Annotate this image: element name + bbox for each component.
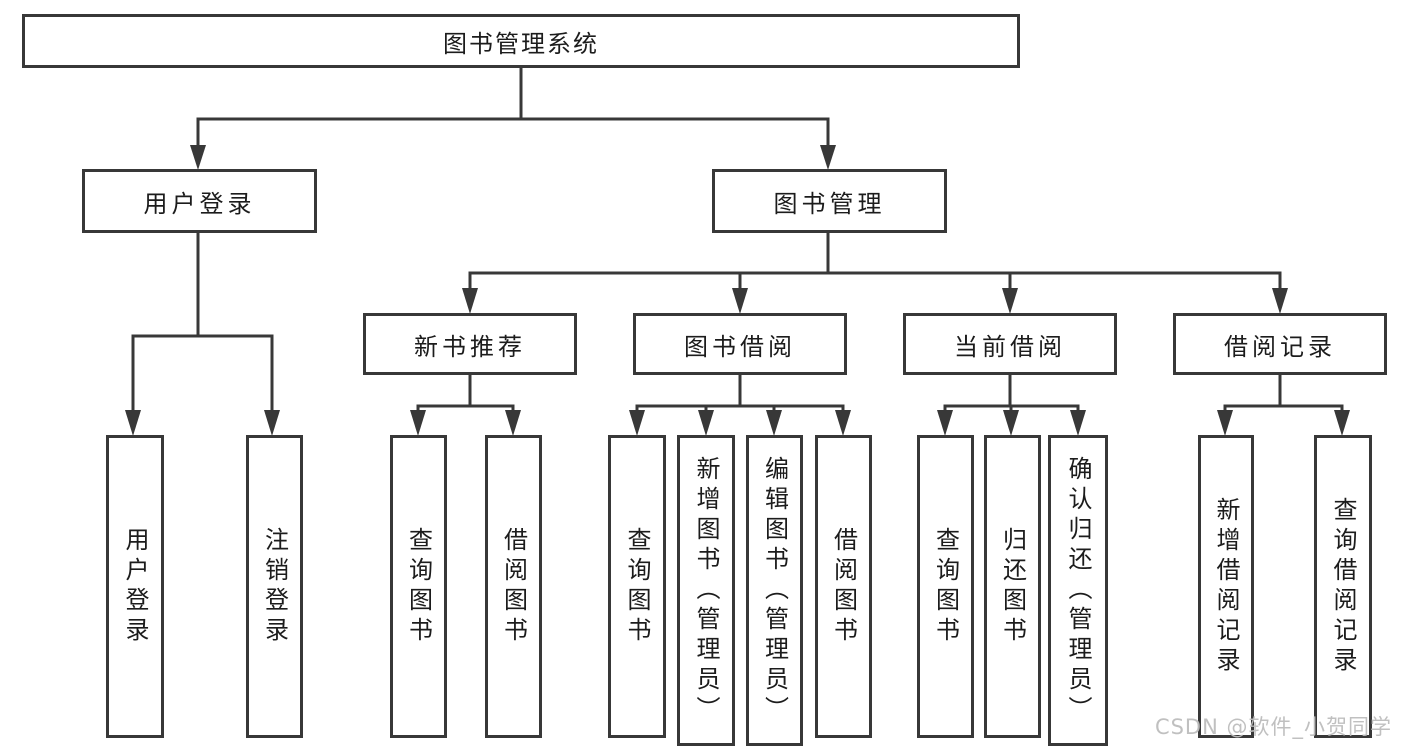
- connector-book-borrow-children: [629, 375, 851, 436]
- leaf-user-login-label: 用户登录: [121, 526, 149, 647]
- node-user-login: 用户登录: [82, 169, 317, 233]
- leaf-newbook-query-books: 查询图书: [390, 435, 447, 738]
- connector-root-to-level2: [190, 68, 836, 170]
- node-book-borrow-label: 图书借阅: [684, 332, 796, 361]
- leaf-current-query-books: 查询图书: [917, 435, 974, 738]
- leaf-newbook-borrow-books: 借阅图书: [485, 435, 542, 738]
- leaf-query-borrow-record: 查询借阅记录: [1314, 435, 1372, 738]
- leaf-add-borrow-record-label: 新增借阅记录: [1212, 496, 1240, 677]
- node-root-system-label: 图书管理系统: [443, 29, 599, 58]
- node-current-borrow: 当前借阅: [903, 313, 1117, 375]
- connector-user-login-children: [125, 233, 280, 436]
- node-new-book-recommend: 新书推荐: [363, 313, 577, 375]
- node-book-management-label: 图书管理: [773, 189, 886, 218]
- node-borrow-records-label: 借阅记录: [1224, 332, 1336, 361]
- node-book-management: 图书管理: [712, 169, 947, 233]
- connector-new-book-recommend-children: [410, 375, 521, 436]
- leaf-add-borrow-record: 新增借阅记录: [1198, 435, 1254, 738]
- leaf-add-books-admin: 新增图书（管理员）: [677, 435, 735, 746]
- leaf-newbook-query-books-label: 查询图书: [404, 526, 433, 647]
- node-current-borrow-label: 当前借阅: [954, 332, 1066, 361]
- leaf-return-books-label: 归还图书: [998, 526, 1027, 647]
- leaf-borrow-borrow-books: 借阅图书: [815, 435, 872, 738]
- node-borrow-records: 借阅记录: [1173, 313, 1387, 375]
- leaf-logout-login: 注销登录: [246, 435, 303, 738]
- leaf-borrow-query-books: 查询图书: [608, 435, 666, 738]
- leaf-edit-books-admin-label: 编辑图书（管理员）: [760, 455, 789, 726]
- leaf-confirm-return-admin-label: 确认归还（管理员）: [1064, 455, 1092, 726]
- leaf-return-books: 归还图书: [984, 435, 1041, 738]
- csdn-watermark: CSDN @软件_小贺同学: [1154, 715, 1392, 739]
- leaf-add-books-admin-label: 新增图书（管理员）: [692, 455, 720, 726]
- leaf-newbook-borrow-books-label: 借阅图书: [499, 526, 528, 647]
- leaf-borrow-borrow-books-label: 借阅图书: [829, 526, 858, 647]
- leaf-borrow-query-books-label: 查询图书: [623, 526, 651, 647]
- leaf-query-borrow-record-label: 查询借阅记录: [1329, 496, 1357, 677]
- node-new-book-recommend-label: 新书推荐: [414, 332, 526, 361]
- leaf-current-query-books-label: 查询图书: [931, 526, 960, 647]
- leaf-edit-books-admin: 编辑图书（管理员）: [746, 435, 803, 746]
- connector-borrow-records-children: [1217, 375, 1350, 436]
- connector-current-borrow-children: [937, 375, 1086, 436]
- leaf-confirm-return-admin: 确认归还（管理员）: [1048, 435, 1108, 746]
- leaf-logout-login-label: 注销登录: [260, 526, 289, 647]
- node-root-system: 图书管理系统: [22, 14, 1020, 68]
- node-user-login-label: 用户登录: [143, 189, 256, 218]
- node-book-borrow: 图书借阅: [633, 313, 847, 375]
- connector-book-management-children: [462, 233, 1288, 314]
- leaf-user-login: 用户登录: [106, 435, 164, 738]
